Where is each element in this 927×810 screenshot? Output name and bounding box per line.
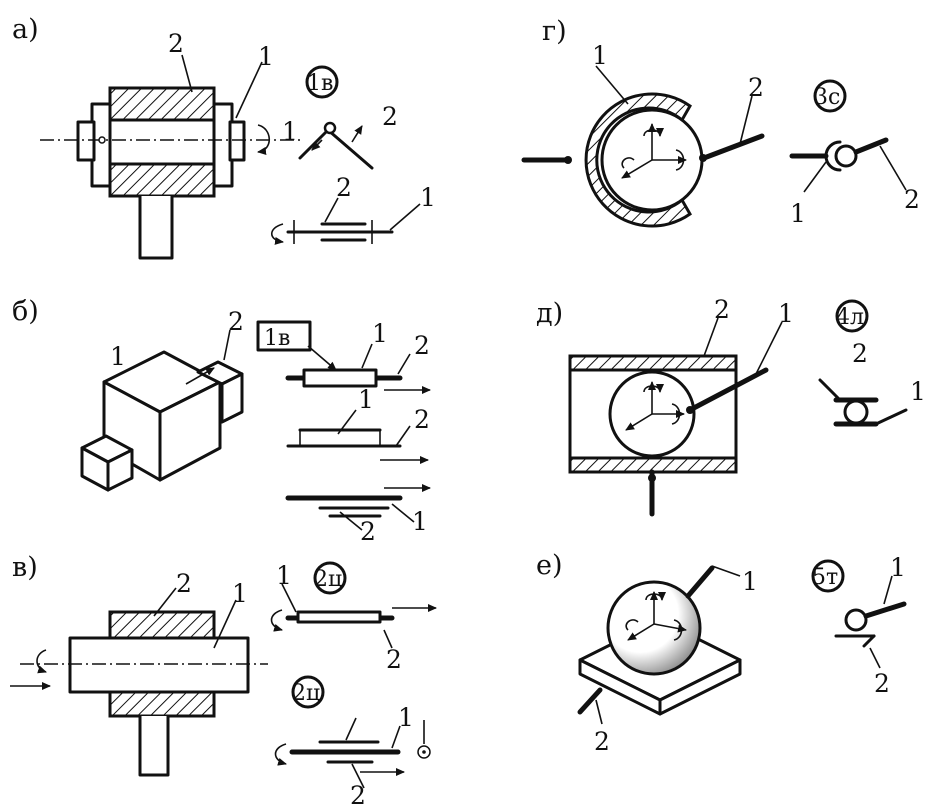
part-number: 1 — [420, 183, 436, 212]
panel-a: а) 2 1 1в 1 2 2 — [12, 14, 436, 260]
part-number: 2 — [168, 29, 184, 58]
panel-label-a: а) — [12, 14, 39, 45]
panel-e: е) 1 2 5т 1 2 — [536, 550, 907, 756]
tag-circle — [811, 559, 845, 593]
part-number: 2 — [360, 517, 376, 546]
part-number: 2 — [228, 307, 244, 336]
part-number: 2 — [336, 173, 352, 202]
pair-tag: 2ц — [292, 681, 320, 706]
panel-d: д) 2 1 4л 2 1 — [536, 295, 926, 517]
part-number: 2 — [714, 295, 730, 324]
part-number: 1 — [358, 385, 374, 414]
part-number: 1 — [790, 199, 806, 228]
pair-tag: 5т — [812, 565, 838, 590]
part-number: 1 — [778, 299, 794, 328]
part-number: 1 — [110, 342, 126, 371]
part-number: 2 — [904, 185, 920, 214]
part-number: 1 — [282, 117, 298, 146]
part-number: 1 — [398, 703, 414, 732]
part-number: 2 — [852, 339, 868, 368]
part-number: 2 — [748, 73, 764, 102]
panel-label-b: б) — [12, 296, 39, 327]
part-number: 1 — [592, 41, 608, 70]
part-number: 2 — [414, 405, 430, 434]
panel-g: г) 1 2 3с 1 2 — [521, 16, 920, 228]
tag-circle — [313, 561, 347, 595]
panel-v: в) 2 1 2ц 1 2 2ц 1 — [10, 552, 437, 810]
panel-label-g: г) — [542, 16, 567, 47]
tag-box — [256, 320, 312, 352]
pair-tag: 4л — [836, 305, 864, 330]
pair-tag: 3с — [814, 85, 840, 110]
part-number: 1 — [276, 561, 292, 590]
part-number: 2 — [350, 781, 366, 810]
part-number: 2 — [382, 102, 398, 131]
part-number: 1 — [890, 553, 906, 582]
part-number: 1 — [412, 507, 428, 536]
pair-tag: 1в — [264, 326, 290, 351]
part-number: 1 — [258, 42, 274, 71]
pair-tag: 2ц — [314, 567, 342, 592]
part-number: 2 — [414, 331, 430, 360]
part-number: 2 — [594, 727, 610, 756]
part-number: 2 — [874, 669, 890, 698]
part-number: 1 — [910, 377, 926, 406]
tag-circle — [305, 65, 339, 99]
panel-label-v: в) — [12, 552, 38, 583]
tag-circle — [813, 79, 847, 113]
part-number: 1 — [742, 567, 758, 596]
panel-label-e: е) — [536, 550, 563, 581]
part-number: 1 — [232, 579, 248, 608]
part-number: 2 — [176, 569, 192, 598]
part-number: 1 — [372, 319, 388, 348]
part-number: 2 — [386, 645, 402, 674]
tag-circle — [291, 675, 325, 709]
panel-b: б) 1 2 1в 1 2 1 2 — [12, 296, 431, 546]
panel-label-d: д) — [536, 298, 563, 329]
pair-tag: 1в — [307, 71, 333, 96]
tag-circle — [835, 299, 869, 333]
